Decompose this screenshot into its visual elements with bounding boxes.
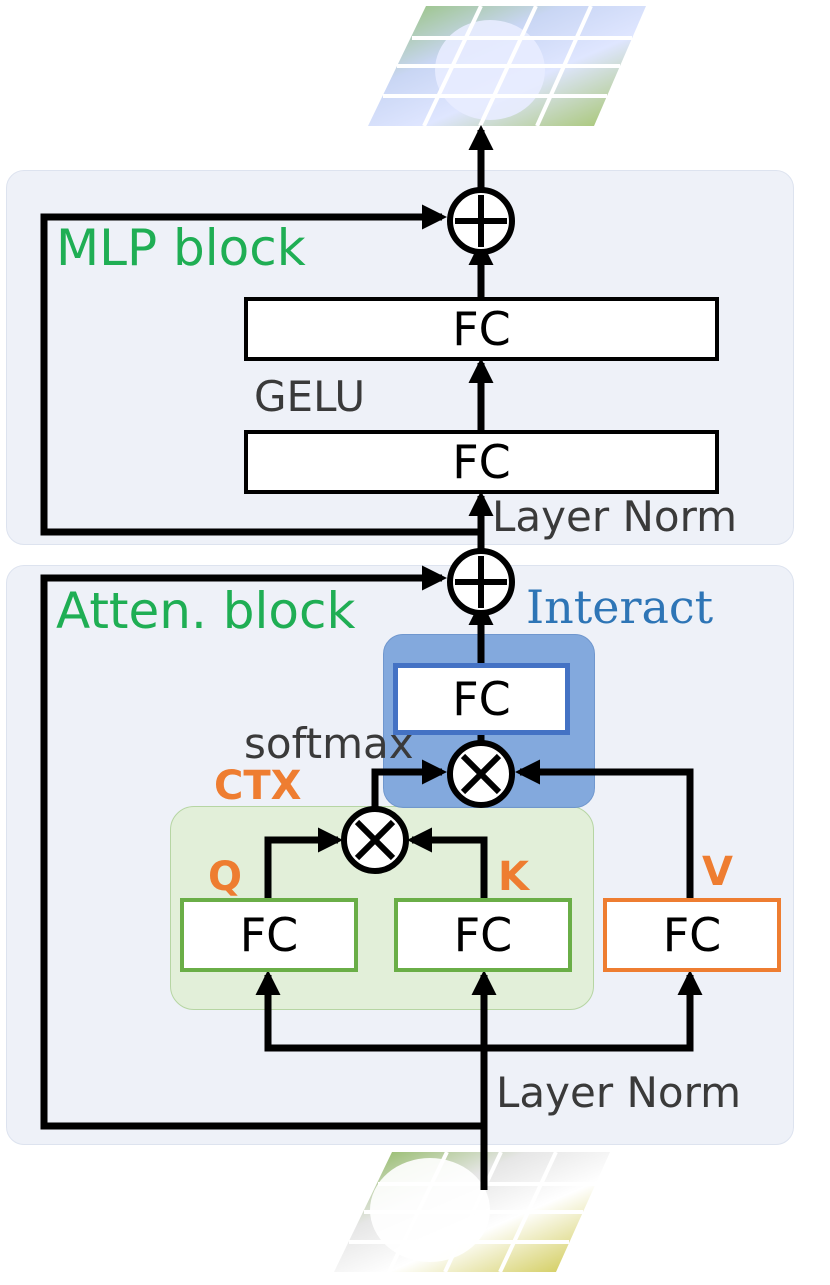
arrow-softmax bbox=[371, 759, 448, 808]
ctx-label: CTX bbox=[214, 763, 302, 809]
arrow-k-to-ctx bbox=[406, 827, 488, 898]
arrow-norm-split bbox=[264, 975, 694, 1052]
arrow-atten-residual bbox=[40, 565, 481, 1130]
q-fc: FC bbox=[180, 898, 358, 972]
atten-block-title: Atten. block bbox=[56, 582, 356, 640]
mlp-fc-bottom: FC bbox=[244, 430, 719, 494]
softmax-label: softmax bbox=[244, 719, 414, 768]
interact-label: Interact bbox=[526, 580, 714, 634]
v-fc: FC bbox=[603, 898, 781, 972]
v-label: V bbox=[702, 849, 733, 895]
k-fc: FC bbox=[394, 898, 572, 972]
atten-layer-norm-label: Layer Norm bbox=[496, 1068, 742, 1117]
arrow-mlp-residual bbox=[40, 204, 481, 536]
interact-multiply-operator-icon bbox=[447, 740, 515, 808]
atten-add-operator-icon bbox=[447, 548, 515, 616]
output-image-patches-icon bbox=[368, 5, 646, 127]
mlp-fc-top: FC bbox=[244, 297, 719, 361]
arrow-q-to-ctx bbox=[264, 827, 344, 898]
gelu-label: GELU bbox=[254, 372, 366, 421]
mlp-block-title: MLP block bbox=[56, 219, 306, 277]
mlp-add-operator-icon bbox=[447, 187, 515, 255]
interact-fc: FC bbox=[393, 663, 570, 735]
mlp-layer-norm-label: Layer Norm bbox=[492, 492, 738, 541]
k-label: K bbox=[498, 854, 529, 900]
input-image-patches-icon bbox=[334, 1151, 610, 1273]
q-label: Q bbox=[208, 854, 243, 900]
ctx-multiply-operator-icon bbox=[341, 806, 409, 874]
arrow-v-to-mult bbox=[514, 759, 694, 898]
